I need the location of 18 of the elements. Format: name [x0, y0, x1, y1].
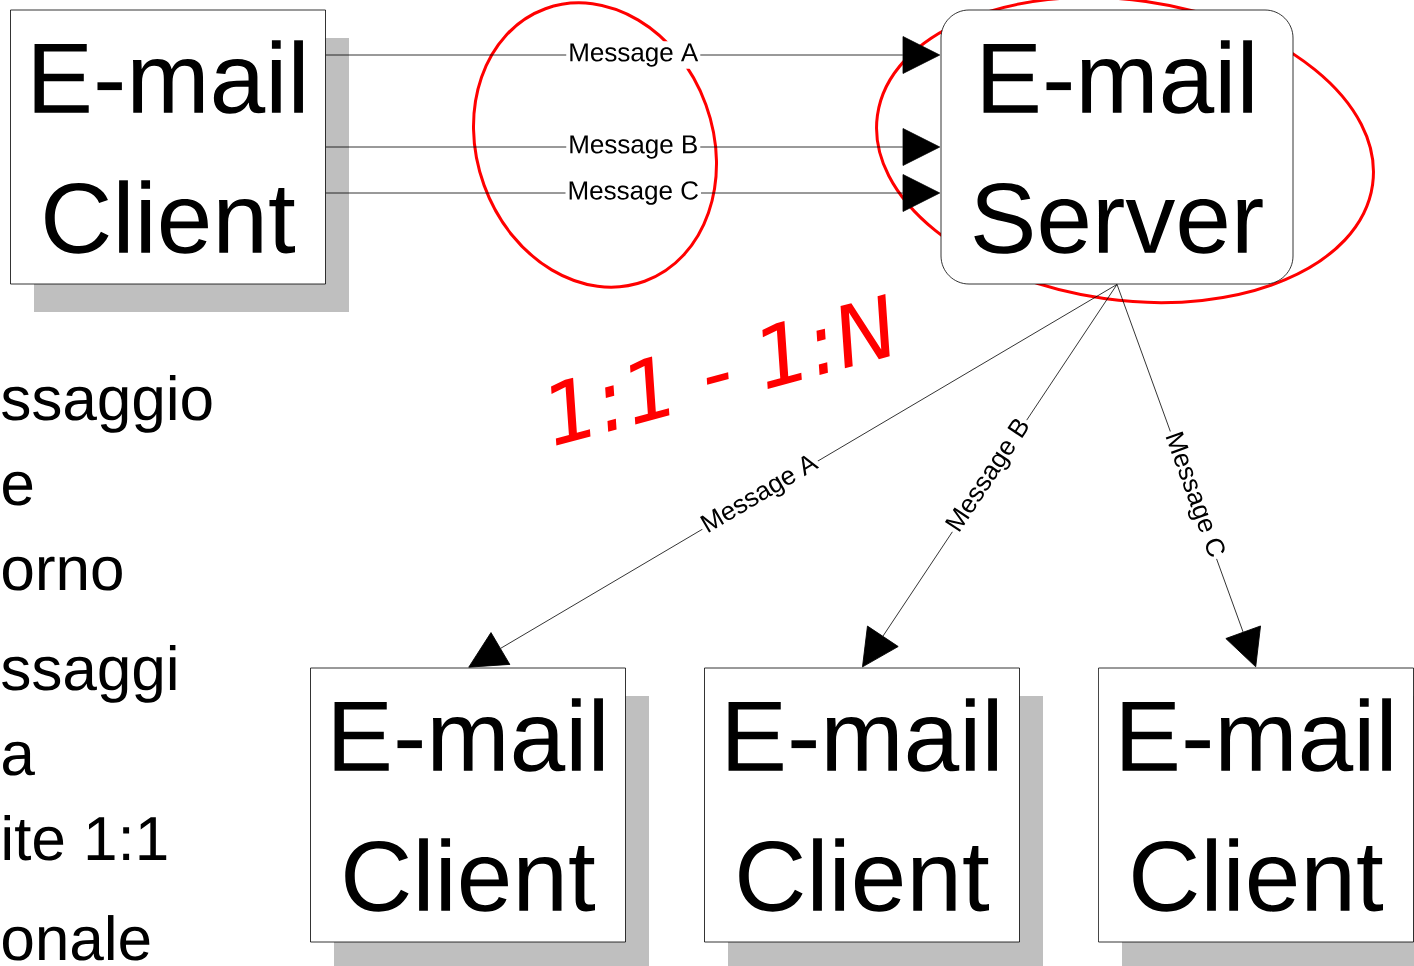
client-box: E-mail Client	[310, 667, 649, 966]
client-box: E-mail Client	[10, 9, 349, 312]
text-fragment: a	[3, 741, 35, 776]
edge-label: Message B	[566, 133, 701, 161]
client-box: E-mail Client	[1098, 667, 1414, 966]
arrow	[862, 284, 1118, 668]
server-box: E-mail Server	[940, 9, 1294, 285]
text-fragment: onale	[3, 915, 150, 961]
text-fragment: ssaggi	[2, 645, 176, 703]
handwritten-note: 1:1 - 1:N	[551, 294, 890, 446]
client-box: E-mail Client	[704, 667, 1043, 966]
text-fragment: orno	[3, 556, 122, 591]
edge-label: Message A	[566, 41, 701, 69]
arrow	[468, 284, 1118, 668]
text-fragment: ite 1:1	[4, 815, 167, 861]
edge-label: Message C	[565, 179, 701, 207]
text-fragment: e	[3, 471, 33, 506]
text-fragment: ssaggio	[2, 375, 212, 433]
